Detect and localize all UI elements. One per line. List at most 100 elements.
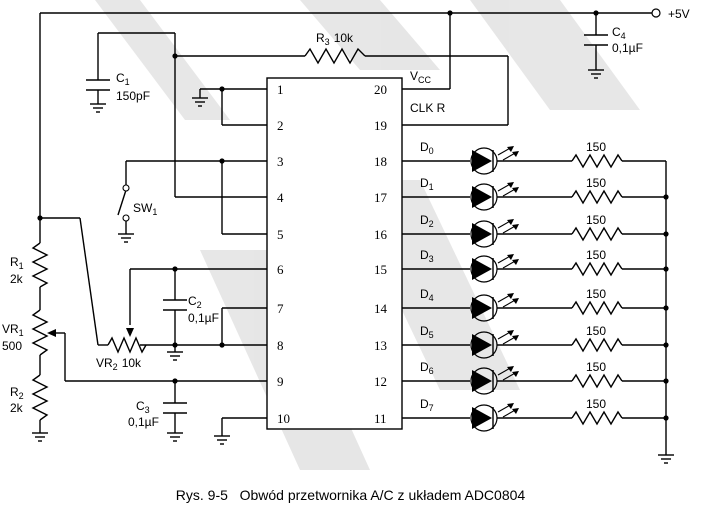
vr1-value: 500	[2, 339, 22, 353]
sw1-switch	[117, 160, 222, 243]
c3-value: 0,1µF	[128, 415, 159, 429]
pin-number: 17	[374, 190, 388, 205]
led-diode-icon	[472, 370, 492, 392]
led-label: D7	[420, 397, 434, 413]
pin-number: 12	[374, 374, 387, 389]
pin-number: 15	[374, 262, 387, 277]
left-pin-wires	[65, 88, 267, 436]
vr1-label: VR1	[2, 322, 24, 338]
led-resistor-value: 150	[586, 140, 606, 154]
c2-value: 0,1µF	[188, 311, 219, 325]
left-divider-wires	[32, 217, 99, 442]
led-label: D1	[420, 176, 434, 192]
led-resistor-value: 150	[586, 176, 606, 190]
vr2-wiper-icon	[126, 328, 134, 337]
pin-number: 13	[374, 338, 387, 353]
pin-number: 18	[374, 154, 387, 169]
led-label: D4	[420, 287, 434, 303]
led-resistor	[571, 337, 623, 353]
r3-resistor	[304, 47, 366, 65]
vr2-potentiometer	[107, 336, 147, 354]
led-row: D1 150	[402, 176, 669, 211]
vr1-potentiometer	[31, 309, 49, 356]
c4-capacitor	[584, 34, 608, 79]
led-label: D3	[420, 248, 434, 264]
vr2-wires	[98, 269, 176, 352]
c2-label: C2	[188, 294, 202, 310]
r2-resistor	[31, 374, 49, 421]
c1-label: C1	[116, 71, 130, 87]
led-diode-icon	[472, 407, 492, 429]
c3-label: C3	[136, 399, 150, 415]
c1-value: 150pF	[116, 89, 150, 103]
r2-value: 2k	[10, 401, 24, 415]
led-resistor-value: 150	[586, 397, 606, 411]
pin-number: 20	[374, 82, 387, 97]
led-resistor-value: 150	[586, 287, 606, 301]
led-resistor	[571, 410, 623, 426]
pin-number: 5	[277, 227, 284, 242]
led-diode-icon	[472, 334, 492, 356]
c4-value: 0,1µF	[612, 41, 643, 55]
r1-value: 2k	[10, 272, 24, 286]
led-diode-icon	[472, 223, 492, 245]
c2-capacitor	[163, 299, 187, 361]
led-resistor-value: 150	[586, 213, 606, 227]
led-row: D5 150	[402, 324, 669, 359]
pin-number: 11	[374, 411, 387, 426]
r1-label: R1	[10, 255, 24, 271]
led-resistor	[571, 300, 623, 316]
c3-capacitor	[163, 381, 187, 442]
caption-text: Obwód przetwornika A/C z układem ADC0804	[239, 487, 526, 503]
ground-icon	[214, 435, 230, 445]
led-resistor	[571, 153, 623, 169]
pin-number: 10	[277, 411, 290, 426]
figure-caption: Rys. 9-5 Obwód przetwornika A/C z układe…	[0, 487, 701, 503]
pin-number: 8	[277, 338, 284, 353]
led-resistor-value: 150	[586, 324, 606, 338]
led-resistor	[571, 261, 623, 277]
led-diode-icon	[472, 258, 492, 280]
pin-number: 14	[374, 301, 388, 316]
led-resistor-value: 150	[586, 248, 606, 262]
led-label: D6	[420, 360, 434, 376]
pin-number: 1	[277, 82, 284, 97]
r2-label: R2	[10, 385, 24, 401]
caption-number: Rys. 9-5	[175, 487, 228, 503]
c4-label: C4	[612, 25, 626, 41]
led-resistor-value: 150	[586, 360, 606, 374]
led-row: D3 150	[402, 248, 669, 283]
clkr-label: CLK R	[410, 101, 446, 115]
led-row: D0 150	[402, 140, 666, 175]
led-label: D0	[420, 140, 434, 156]
led-row: D4 150	[402, 287, 669, 322]
pin-number: 16	[374, 227, 388, 242]
led-resistor	[571, 226, 623, 242]
led-label: D5	[420, 324, 434, 340]
led-diode-icon	[472, 150, 492, 172]
supply-bus	[39, 12, 652, 218]
led-row: D2 150	[402, 213, 669, 248]
led-diode-icon	[472, 186, 492, 208]
pin-number: 19	[374, 118, 387, 133]
c1-capacitor	[86, 79, 110, 113]
pin-number: 9	[277, 374, 284, 389]
supply-label: +5V	[668, 7, 690, 21]
vr1-wiper-icon	[47, 329, 56, 337]
vcc-label: VCC	[410, 69, 432, 85]
sw1-label: SW1	[133, 201, 157, 217]
r1-resistor	[31, 242, 49, 288]
led-diode-icon	[472, 297, 492, 319]
pin-number: 7	[277, 301, 284, 316]
adc0804-chip	[266, 77, 403, 430]
ground-icon	[192, 88, 222, 107]
led-row: D6 150	[402, 360, 669, 395]
led-row: D7 150	[402, 397, 669, 432]
led-label: D2	[420, 213, 434, 229]
pin-number: 2	[277, 118, 284, 133]
pin-number: 6	[277, 262, 284, 277]
